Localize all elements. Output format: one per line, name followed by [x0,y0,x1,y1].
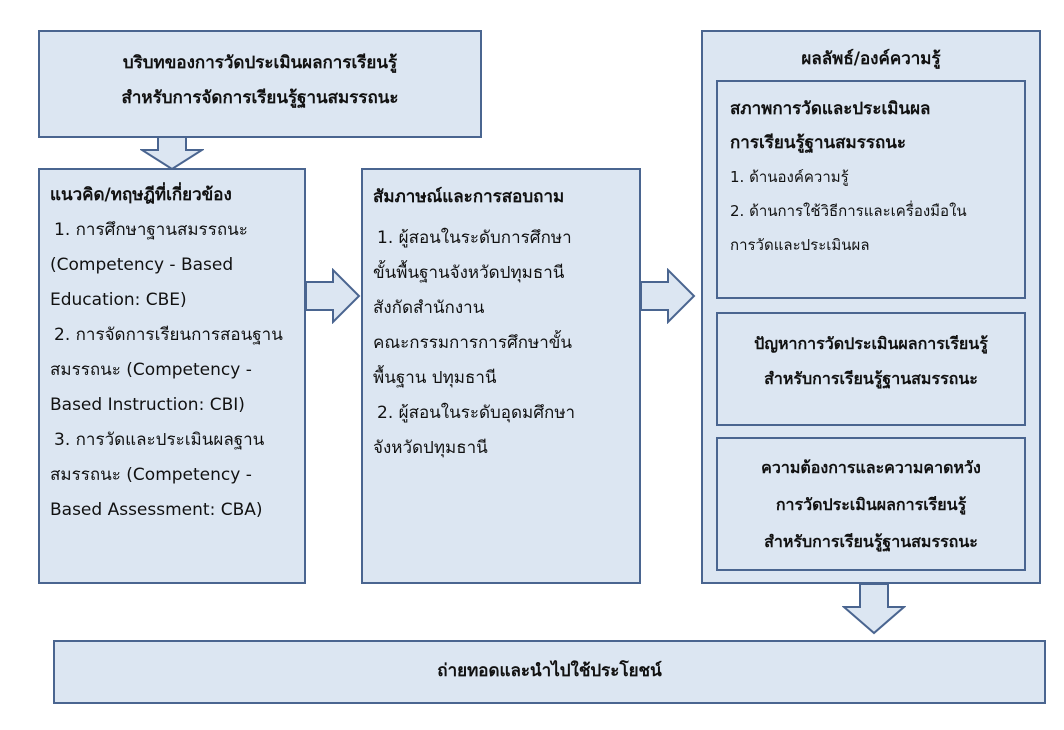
status-title: สภาพการวัดและประเมินผล [730,99,931,119]
interview-line: 1. ผู้สอนในระดับการศึกษา [377,228,572,248]
outcome-box: ถ่ายทอดและนำไปใช้ประโยชน์ [53,640,1046,704]
context-line: บริบทของการวัดประเมินผลการเรียนรู้ [122,53,398,73]
status-line: การวัดและประเมินผล [730,236,870,254]
interview-box: สัมภาษณ์และการสอบถาม 1. ผู้สอนในระดับการ… [361,168,641,584]
theory-line: สมรรถนะ (Competency - [50,465,252,485]
interview-line: 2. ผู้สอนในระดับอุดมศึกษา [377,403,576,423]
theory-line: 3. การวัดและประเมินผลฐาน [54,430,265,450]
problems-line: สำหรับการเรียนรู้ฐานสมรรถนะ [764,369,978,388]
interview-title: สัมภาษณ์และการสอบถาม [373,187,565,207]
context-box: บริบทของการวัดประเมินผลการเรียนรู้ สำหรั… [38,30,482,138]
status-box: สภาพการวัดและประเมินผล การเรียนรู้ฐานสมร… [716,80,1026,299]
interview-line: พื้นฐาน ปทุมธานี [373,368,497,388]
theory-line: Education: CBE) [50,290,187,310]
theory-line: สมรรถนะ (Competency - [50,360,252,380]
interview-line: จังหวัดปทุมธานี [373,438,488,458]
theory-line: 2. การจัดการเรียนการสอนฐาน [54,325,283,345]
needs-line: การวัดประเมินผลการเรียนรู้ [775,495,967,514]
interview-line: ขั้นพื้นฐานจังหวัดปทุมธานี [373,263,565,283]
theory-line: Based Assessment: CBA) [50,500,263,520]
outcome-label: ถ่ายทอดและนำไปใช้ประโยชน์ [437,661,662,681]
interview-line: สังกัดสำนักงาน [373,298,485,318]
theory-title: แนวคิด/ทฤษฎีที่เกี่ยวข้อง [50,185,232,205]
right-arrow-icon [305,268,361,324]
problems-box: ปัญหาการวัดประเมินผลการเรียนรู้ สำหรับกา… [716,312,1026,426]
interview-line: คณะกรรมการการศึกษาขั้น [373,333,573,353]
needs-box: ความต้องการและความคาดหวัง การวัดประเมินผ… [716,437,1026,571]
status-title: การเรียนรู้ฐานสมรรถนะ [730,133,907,153]
status-line: 2. ด้านการใช้วิธีการและเครื่องมือใน [730,202,967,220]
needs-line: ความต้องการและความคาดหวัง [761,458,981,477]
status-line: 1. ด้านองค์ความรู้ [730,168,849,186]
context-line: สำหรับการจัดการเรียนรู้ฐานสมรรถนะ [121,88,399,108]
theory-line: 1. การศึกษาฐานสมรรถนะ [54,220,248,240]
problems-line: ปัญหาการวัดประเมินผลการเรียนรู้ [754,334,988,353]
down-arrow-icon [140,136,204,170]
down-arrow-icon [842,583,906,635]
theory-line: Based Instruction: CBI) [50,395,245,415]
needs-line: สำหรับการเรียนรู้ฐานสมรรถนะ [764,532,978,551]
right-arrow-icon [640,268,696,324]
theory-line: (Competency - Based [50,255,234,275]
theory-box: แนวคิด/ทฤษฎีที่เกี่ยวข้อง 1. การศึกษาฐาน… [38,168,306,584]
results-title: ผลลัพธ์/องค์ความรู้ [801,49,941,69]
